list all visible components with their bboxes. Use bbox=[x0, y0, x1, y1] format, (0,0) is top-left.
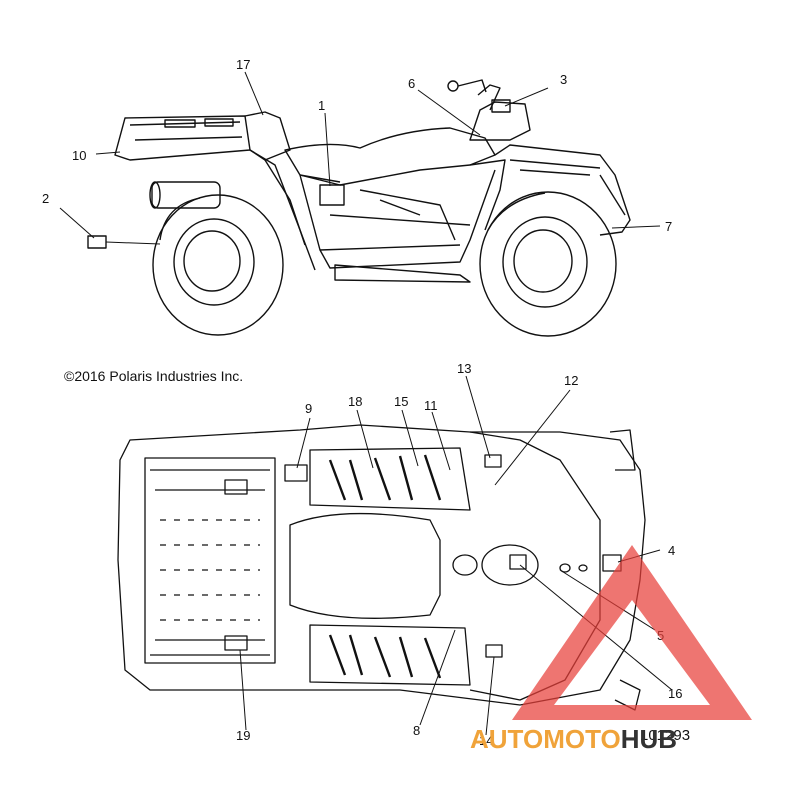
decal-location-14 bbox=[485, 644, 503, 658]
callout-6: 6 bbox=[408, 76, 415, 91]
side-panel bbox=[299, 169, 496, 283]
callout-8: 8 bbox=[413, 723, 420, 738]
callout-9: 9 bbox=[305, 401, 312, 416]
muffler bbox=[149, 181, 221, 209]
top-footwell-lower bbox=[309, 624, 471, 686]
side-view-atv bbox=[87, 79, 631, 337]
callout-18: 18 bbox=[348, 394, 362, 409]
callout-11: 11 bbox=[424, 398, 438, 413]
callout-15: 15 bbox=[394, 394, 408, 409]
top-rear-rack bbox=[144, 457, 276, 664]
copyright-text: ©2016 Polaris Industries Inc. bbox=[64, 368, 243, 384]
callout-3: 3 bbox=[560, 72, 567, 87]
watermark-triangle bbox=[512, 545, 752, 720]
top-footwell-upper bbox=[284, 447, 471, 511]
callout-1: 1 bbox=[318, 98, 325, 113]
callout-14: 14 bbox=[479, 733, 493, 748]
decal-location-2 bbox=[87, 235, 107, 249]
top-front-hood bbox=[452, 431, 622, 701]
top-leader-lines bbox=[239, 375, 673, 736]
top-seat bbox=[289, 512, 441, 619]
reference-number: 101293 bbox=[640, 727, 690, 744]
seat bbox=[284, 127, 496, 186]
callout-13: 13 bbox=[457, 361, 471, 376]
callout-17: 17 bbox=[236, 57, 250, 72]
callout-numbers: 1 2 3 4 5 6 7 8 9 10 11 12 13 14 15 16 1… bbox=[42, 57, 682, 748]
handlebar-pod bbox=[447, 79, 531, 141]
watermark-text-part1: AUTOMOTO bbox=[470, 724, 621, 754]
callout-10: 10 bbox=[72, 148, 86, 163]
watermark-text-part2: HUB bbox=[621, 724, 677, 754]
watermark-logo bbox=[512, 545, 752, 720]
rear-rack bbox=[114, 115, 251, 161]
decal-location-1 bbox=[319, 184, 345, 206]
top-view-atv bbox=[117, 424, 646, 711]
front-wheel bbox=[479, 191, 617, 337]
callout-2: 2 bbox=[42, 191, 49, 206]
callout-7: 7 bbox=[665, 219, 672, 234]
callout-19: 19 bbox=[236, 728, 250, 743]
decal-location-9 bbox=[284, 464, 308, 482]
rear-wheel bbox=[152, 194, 284, 336]
callout-4: 4 bbox=[668, 543, 675, 558]
callout-16: 16 bbox=[668, 686, 682, 701]
decal-location-13 bbox=[484, 454, 502, 468]
side-leader-lines bbox=[59, 71, 661, 245]
front-body bbox=[469, 144, 631, 236]
watermark-text: AUTOMOTOHUB bbox=[470, 724, 677, 754]
callout-12: 12 bbox=[564, 373, 578, 388]
decal-location-3 bbox=[491, 99, 511, 113]
